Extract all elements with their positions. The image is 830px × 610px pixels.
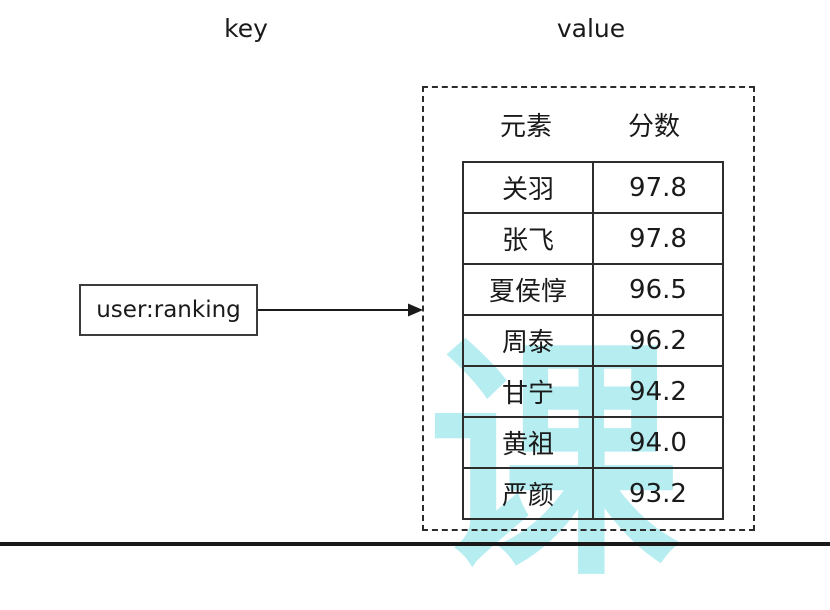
table-row: 黄祖 94.0 bbox=[462, 416, 724, 469]
score-table: 关羽 97.8 张飞 97.8 夏侯惇 96.5 周泰 96.2 甘宁 94.2… bbox=[462, 161, 724, 520]
key-name-box: user:ranking bbox=[79, 284, 258, 336]
table-row: 严颜 93.2 bbox=[462, 467, 724, 520]
arrowhead-icon bbox=[408, 303, 423, 317]
score-cell: 94.2 bbox=[592, 365, 724, 418]
score-cell: 96.2 bbox=[592, 314, 724, 367]
member-cell: 黄祖 bbox=[462, 416, 594, 469]
score-cell: 97.8 bbox=[592, 161, 724, 214]
score-cell: 97.8 bbox=[592, 212, 724, 265]
table-row: 关羽 97.8 bbox=[462, 161, 724, 214]
score-cell: 93.2 bbox=[592, 467, 724, 520]
table-row: 周泰 96.2 bbox=[462, 314, 724, 367]
member-cell: 严颜 bbox=[462, 467, 594, 520]
member-cell: 张飞 bbox=[462, 212, 594, 265]
score-table-header: 元素 分数 bbox=[462, 110, 718, 144]
member-cell: 甘宁 bbox=[462, 365, 594, 418]
table-row: 夏侯惇 96.5 bbox=[462, 263, 724, 316]
column-header-member: 元素 bbox=[499, 112, 552, 142]
score-cell: 96.5 bbox=[592, 263, 724, 316]
member-cell: 夏侯惇 bbox=[462, 263, 594, 316]
member-cell: 周泰 bbox=[462, 314, 594, 367]
value-column-label: value bbox=[556, 14, 626, 43]
value-panel: 元素 分数 关羽 97.8 张飞 97.8 夏侯惇 96.5 周泰 96.2 甘… bbox=[422, 86, 755, 531]
table-row: 甘宁 94.2 bbox=[462, 365, 724, 418]
score-cell: 94.0 bbox=[592, 416, 724, 469]
key-name-label: user:ranking bbox=[96, 297, 241, 323]
score-table-body: 关羽 97.8 张飞 97.8 夏侯惇 96.5 周泰 96.2 甘宁 94.2… bbox=[462, 161, 724, 520]
column-header-score: 分数 bbox=[627, 112, 680, 142]
bottom-bar bbox=[0, 542, 830, 546]
member-cell: 关羽 bbox=[462, 161, 594, 214]
table-row: 张飞 97.8 bbox=[462, 212, 724, 265]
key-column-label: key bbox=[224, 14, 268, 43]
key-to-value-arrow bbox=[258, 303, 423, 317]
